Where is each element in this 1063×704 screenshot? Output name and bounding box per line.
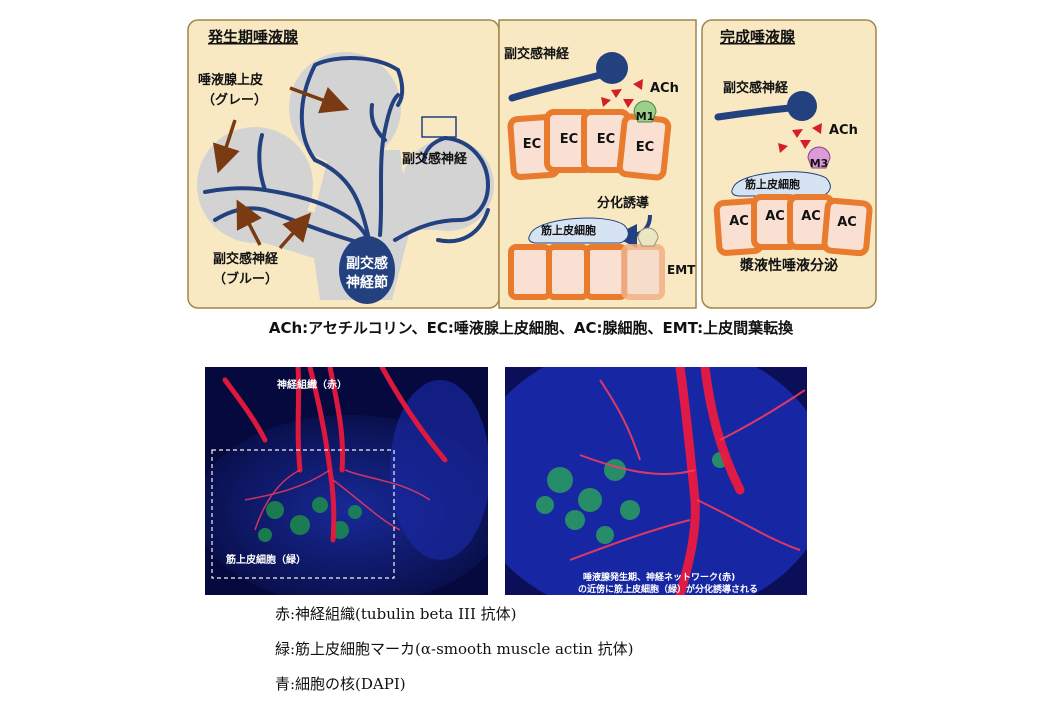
epithelium-label-line2: （グレー） [202,92,267,108]
ec-cell-layer [507,109,672,181]
myoepithelial-label-right: 筋上皮細胞 [744,177,800,191]
right-nerve-fiber [714,104,794,121]
micrograph-left-label-bottom: 筋上皮細胞（緑） [225,553,306,566]
legend-blue: 青:細胞の核(DAPI) [275,675,406,693]
ac-cell-label: AC [765,209,785,224]
m3-receptor [807,146,831,169]
ac-cell-label: AC [837,215,857,230]
right-ach-label: ACh [829,123,858,138]
epithelium-label-line1: 唾液腺上皮 [198,72,263,88]
ec-cell-label: EC [597,132,615,147]
middle-nerve-fiber [508,70,608,102]
secretion-label: 漿液性唾液分泌 [739,257,838,274]
myoepithelial-label-middle: 筋上皮細胞 [540,223,596,237]
m1-receptor [633,100,657,123]
ec-cell-label: EC [523,137,541,152]
ganglion-label-line2: 神経節 [346,274,388,291]
ach-triangles-middle [601,79,643,108]
cup-receptor [637,227,659,247]
abbreviations-line: ACh:アセチルコリン、EC:唾液腺上皮細胞、AC:腺細胞、EMT:上皮間葉転換 [269,319,794,337]
micrograph-right-caption-line1: 唾液腺発生期、神経ネットワーク(赤) [583,571,735,583]
panel-left-title: 発生期唾液腺 [207,28,299,46]
emt-label: EMT [667,263,696,277]
ganglion [339,236,395,304]
parasympathetic-nerves [203,56,491,247]
ec-cell-label: EC [636,140,654,155]
legend-green: 緑:筋上皮細胞マーカ(α-smooth muscle actin 抗体) [275,640,634,658]
micrograph-left [205,367,488,595]
panel-right-title: 完成唾液腺 [720,28,796,46]
zoom-box [421,116,457,138]
micrograph-right-caption-line2: の近傍に筋上皮細胞（緑）が分化誘導される [578,583,758,595]
right-nerve-terminal [787,91,817,121]
differentiation-label: 分化誘導 [597,195,649,211]
micrograph-left-label-top: 神経組織（赤） [277,378,347,391]
myoepithelial-cell-middle [528,217,629,244]
right-nerve-label: 副交感神経 [723,80,789,96]
legend-red: 赤:神経組織(tubulin beta III 抗体) [275,605,517,623]
middle-ach-label: ACh [650,81,679,96]
middle-nerve-label: 副交感神経 [504,46,570,62]
ganglion-label-line1: 副交感 [346,255,388,272]
emt-cell-layer [508,244,665,300]
ec-cell-label: EC [560,132,578,147]
ac-cell-label: AC [729,214,749,229]
nerve-label-line1: 副交感神経 [213,251,279,267]
myoepithelial-cell-right [731,171,831,197]
ac-cell-label: AC [801,209,821,224]
ac-cell-layer [713,194,873,257]
m1-receptor-label: M1 [636,110,655,123]
m3-receptor-label: M3 [810,157,829,170]
nerve-label-line2: （ブルー） [213,271,278,287]
gland-epithelium [197,52,494,300]
middle-nerve-terminal [596,52,628,84]
micrograph-right [505,367,807,595]
inset-box [211,449,395,579]
ach-triangles-right [778,123,822,153]
brown-arrows [213,86,350,250]
zoom-label: 副交感神経 [402,151,468,167]
